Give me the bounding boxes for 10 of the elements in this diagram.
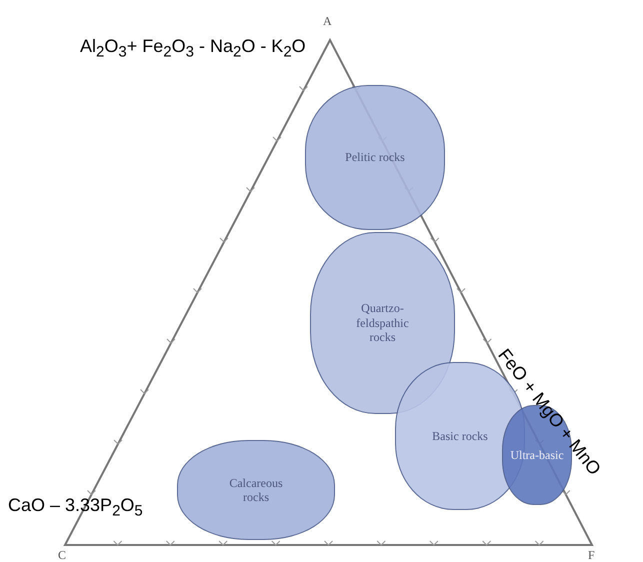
field-label: Basic rocks xyxy=(432,428,488,444)
axis-label: Al$_{2}$O$_{3}$+ Fe$_{2}$O$_{3}$ - Na$_{2}$O - K$_{2}$O xyxy=(80,36,306,61)
field-label: Ultra-basic xyxy=(510,448,564,462)
vertex-label: C xyxy=(58,548,66,562)
axis-label: CaO – 3.33P$_{2}$O$_{5}$ xyxy=(8,495,143,520)
field-label: Quartzo-feldspathic rocks xyxy=(355,301,410,345)
field-label: Calcareous rocks xyxy=(228,476,284,504)
field-label: Pelitic rocks xyxy=(345,150,405,165)
apex-label: A xyxy=(323,14,332,29)
vertex-label: F xyxy=(588,548,595,562)
